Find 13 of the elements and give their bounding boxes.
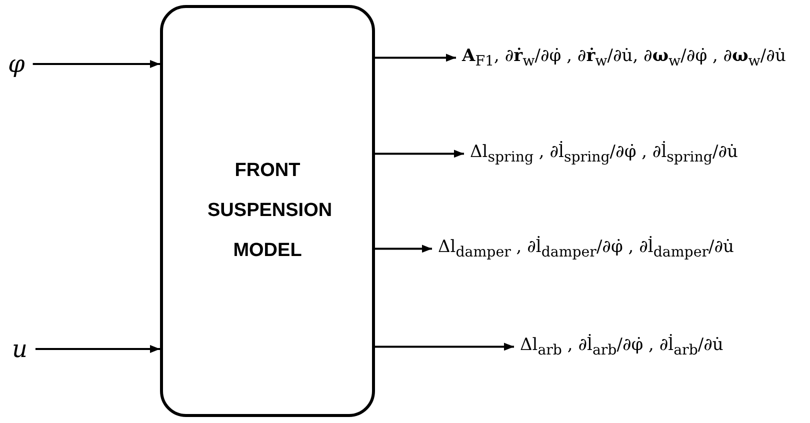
output-formula: Δl$_{spring}$ , ∂l̇$_{spring}$/∂φ̇ , ∂l̇$_{spring}$/∂u̇ (470, 142, 738, 166)
arrow (375, 342, 514, 351)
arrow (375, 150, 464, 158)
arrow (35, 345, 160, 353)
output-formula: Δl$_{damper}$ , ∂l̇$_{damper}$/∂φ̇ , ∂l̇$_{damper}$/∂u̇ (438, 237, 734, 260)
arrow (375, 244, 432, 253)
arrow (375, 54, 456, 62)
model-block: FRONT SUSPENSION MODEL (160, 5, 375, 417)
output-formula: A$_{F1}$, ∂ṙ$_{w}$/∂φ̇ , ∂ṙ$_{w}$/∂u̇, ∂ω$_{w}$/∂φ̇ , ∂ω$_{w}$/∂u̇ (462, 46, 786, 70)
input-symbol: u (12, 335, 28, 363)
arrow (32, 60, 160, 68)
input-symbol: φ (8, 50, 25, 78)
output-formula: Δl$_{arb}$ , ∂l̇$_{arb}$/∂φ̇ , ∂l̇$_{arb}$/∂u̇ (520, 335, 724, 358)
